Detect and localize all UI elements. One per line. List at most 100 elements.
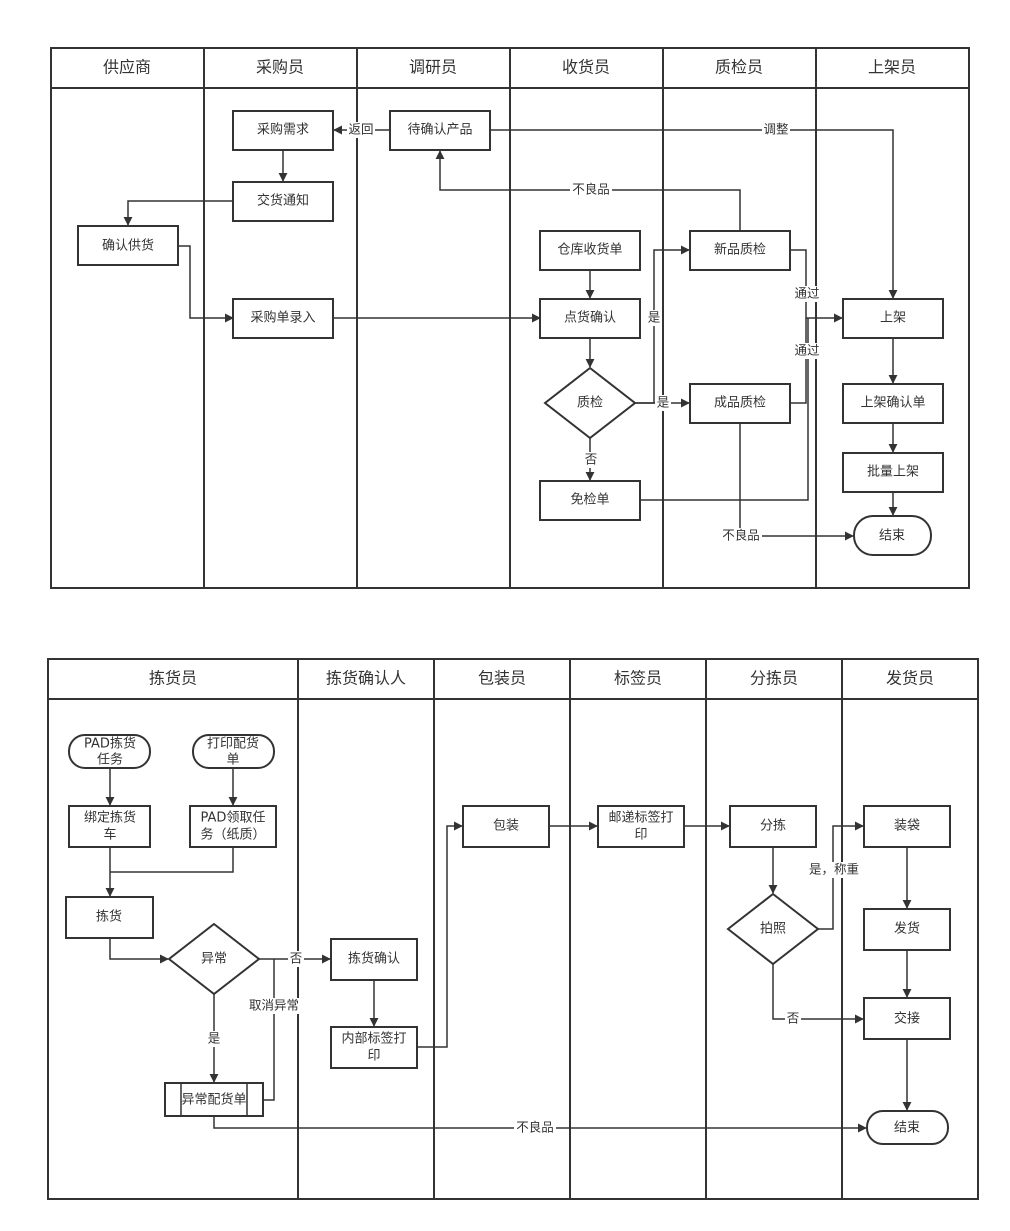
node-handover-label: 交接 xyxy=(894,1011,920,1027)
edge-label-yes-1: 是 xyxy=(648,310,661,325)
node-exempt xyxy=(539,480,641,521)
edge-label-bg xyxy=(762,122,790,138)
node-po-entry-label: 采购单录入 xyxy=(250,310,315,326)
node-confirm-supply xyxy=(77,225,179,266)
edge-confirm-to-po xyxy=(178,245,234,323)
node-warehouse-receipt xyxy=(539,230,641,271)
node-pending-product-label: 待确认产品 xyxy=(407,123,472,138)
node-bag xyxy=(863,805,951,848)
node-abnormal-decision-label: 异常 xyxy=(201,952,227,967)
node-pad-receive-label-1: PAD领取任 xyxy=(201,811,266,826)
node-shelve-confirm xyxy=(842,383,944,424)
edge-label-no: 否 xyxy=(585,452,598,467)
edge-label-yes-2: 是 xyxy=(657,395,670,410)
edge-exempt-to-shelve xyxy=(640,318,809,501)
node-internal-label-label-2: 印 xyxy=(367,1049,380,1064)
node-handover xyxy=(863,997,951,1040)
edge-label-yes: 是 xyxy=(208,1031,221,1046)
node-postal-label-label-1: 邮递标签打 xyxy=(608,810,673,826)
node-photo-decision-label: 拍照 xyxy=(760,922,786,937)
node-pick-confirm-label: 拣货确认 xyxy=(348,951,400,967)
edge-pick-to-abnormal xyxy=(109,938,169,964)
node-batch-shelve-label: 批量上架 xyxy=(867,465,919,480)
edge-label-bg xyxy=(793,343,821,359)
node-count-confirm-label: 点货确认 xyxy=(564,310,616,326)
edge-label-bg xyxy=(570,182,612,198)
edge-label-defective-top: 不良品 xyxy=(572,182,610,197)
edge-label-defective: 不良品 xyxy=(516,1120,554,1135)
lane-header-labeler: 标签员 xyxy=(614,669,662,688)
edge-label-bg xyxy=(583,452,599,468)
node-ship-label: 发货 xyxy=(894,921,920,937)
lane-header-pick-confirmer: 拣货确认人 xyxy=(326,669,406,688)
edge-photo-no xyxy=(772,964,864,1024)
node-finished-qc xyxy=(689,383,791,424)
node-bag-label: 装袋 xyxy=(894,819,920,834)
edge-label-bg xyxy=(793,286,821,302)
edge-label-bg xyxy=(655,395,671,411)
edge-newqc-pass xyxy=(790,249,843,323)
node-pick-confirm xyxy=(330,938,418,981)
node-new-qc xyxy=(689,230,791,271)
node-print-order xyxy=(192,734,275,769)
node-print-order-label-1: 打印配货 xyxy=(207,736,259,752)
node-shelve-label: 上架 xyxy=(880,311,906,326)
lane-header-supplier: 供应商 xyxy=(103,58,151,77)
edge-label-bg xyxy=(646,310,662,326)
edge-label-pass-2: 通过 xyxy=(794,343,820,358)
edge-receive-to-pick xyxy=(110,847,234,873)
edge-label-bg xyxy=(246,998,302,1014)
node-count-confirm xyxy=(539,298,641,339)
node-pad-task xyxy=(68,734,151,769)
edge-label-bg xyxy=(206,1031,222,1047)
edge-label-cancel-abnormal: 取消异常 xyxy=(249,998,299,1013)
lane-header-shelver: 上架员 xyxy=(868,58,916,77)
node-abnormal-order-label: 异常配货单 xyxy=(181,1092,246,1108)
node-new-qc-label: 新品质检 xyxy=(714,242,766,258)
edge-label-bg xyxy=(785,1011,801,1027)
node-exempt-label: 免检单 xyxy=(570,493,609,508)
edge-label-bg xyxy=(347,122,375,138)
node-postal-label-label-2: 印 xyxy=(634,828,647,843)
node-internal-label xyxy=(330,1026,418,1069)
node-internal-label-label-1: 内部标签打 xyxy=(341,1031,406,1047)
node-bind-cart xyxy=(68,805,151,848)
lane-header-sorter: 分拣员 xyxy=(750,669,798,688)
node-bottom-end xyxy=(866,1110,949,1145)
node-finished-qc-label: 成品质检 xyxy=(714,396,766,411)
lane-header-picker: 拣货员 xyxy=(149,669,197,688)
node-qc-decision-label: 质检 xyxy=(577,396,603,411)
lane-header-researcher: 调研员 xyxy=(409,58,457,77)
node-pad-receive xyxy=(189,805,277,848)
edge-cancel-abnormal xyxy=(263,959,275,1101)
node-pick xyxy=(65,896,154,939)
node-procure-need-label: 采购需求 xyxy=(257,122,309,138)
edge-label-bg xyxy=(720,528,762,544)
edge-label-adjust: 调整 xyxy=(763,122,789,137)
node-bottom-end-label: 结束 xyxy=(894,1121,920,1136)
top-swimlane-diagram: 供应商 采购员 调研员 收货员 质检员 上架员 采购需求 交货通知 确认供货 xyxy=(50,47,970,589)
node-pending-product xyxy=(389,110,491,151)
node-po-entry xyxy=(232,298,334,339)
node-pad-task-label-2: 任务 xyxy=(97,752,123,768)
node-pack-label: 包装 xyxy=(493,819,519,834)
edge-label-bg xyxy=(288,951,304,967)
node-top-end xyxy=(853,515,932,556)
lane-header-shipper: 发货员 xyxy=(886,669,934,688)
node-bind-cart-label-2: 车 xyxy=(103,827,116,843)
node-sort-label: 分拣 xyxy=(760,819,786,834)
edge-label-pass-1: 通过 xyxy=(794,286,820,301)
edge-notice-to-confirm xyxy=(123,200,233,226)
node-pack xyxy=(462,805,550,848)
node-sort xyxy=(729,805,817,848)
node-print-order-label-2: 单 xyxy=(226,753,239,768)
node-delivery-notice xyxy=(232,181,334,222)
node-shelve xyxy=(842,298,944,339)
node-postal-label xyxy=(597,805,685,848)
node-bind-cart-label-1: 绑定拣货 xyxy=(84,810,136,826)
node-shelve-confirm-label: 上架确认单 xyxy=(860,396,925,411)
edge-label-yes-weigh: 是，称重 xyxy=(809,862,859,877)
node-pad-receive-label-2: 务（纸质） xyxy=(200,827,265,843)
edge-label-defective-bottom: 不良品 xyxy=(722,528,760,543)
node-pick-label: 拣货 xyxy=(96,909,122,925)
